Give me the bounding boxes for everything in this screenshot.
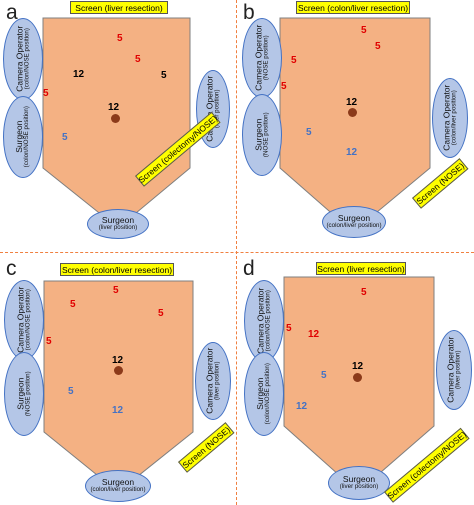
- panel-a-room: [42, 17, 191, 229]
- panel-b-surgeon-left: Surgeon (NOSE position): [242, 94, 282, 176]
- panel-b-port-5-2: 5: [375, 41, 381, 52]
- panel-a-port-5-3: 5: [161, 70, 167, 81]
- panel-b-camera-operator-left: Camera Operator (NOSE position): [242, 18, 282, 98]
- panel-b-port-12-2: 12: [346, 147, 358, 158]
- oval-subtitle: (liver position): [339, 483, 379, 491]
- panel-b-port-5-1: 5: [361, 25, 367, 36]
- panel-c-port-5-2: 5: [70, 299, 76, 310]
- panel-a-port-5-4: 5: [43, 88, 49, 99]
- oval-subtitle: (colon/NOSE position): [264, 290, 272, 352]
- oval-subtitle: (liver position): [213, 89, 221, 129]
- oval-subtitle: (NOSE position): [262, 112, 270, 158]
- oval-subtitle: (colon/liver position): [450, 90, 458, 146]
- panel-c-screen-top: Screen (colon/liver resection): [60, 263, 174, 276]
- panel-b-port-5-3: 5: [291, 55, 297, 66]
- panel-a-screen-top: Screen (liver resection): [70, 1, 168, 14]
- panel-b-port-5-5: 5: [306, 127, 312, 138]
- panel-c-port-12-1: 12: [112, 355, 124, 366]
- panel-a-port-5-2: 5: [135, 54, 141, 65]
- oval-subtitle: (NOSE position): [24, 371, 32, 417]
- oval-subtitle: (colon/NOSE position): [24, 289, 32, 351]
- panel-c-surgeon-bottom: Surgeon (colon/liver position): [85, 470, 151, 502]
- panel-d-port-12-3: 12: [296, 401, 308, 412]
- oval-title: Surgeon: [337, 213, 371, 224]
- panel-d-camera-operator-right: Camera Operator (liver position): [436, 330, 472, 410]
- oval-subtitle: (colon/liver position): [90, 486, 146, 494]
- panel-b-port-5-4: 5: [281, 81, 287, 92]
- oval-subtitle: (colon/NOSE position): [264, 363, 272, 425]
- panel-c-surgeon-left: Surgeon (NOSE position): [4, 352, 44, 436]
- panel-a-port-5-1: 5: [117, 33, 123, 44]
- panel-b-letter: b: [243, 1, 255, 24]
- oval-title: Surgeon: [101, 477, 135, 488]
- panel-a-port-12-2: 12: [108, 102, 120, 113]
- panel-a-camera-operator-left: Camera Operator (colon/NOSE position): [3, 18, 43, 100]
- panel-d-port-5-1: 5: [361, 287, 367, 298]
- panel-d-surgeon-bottom: Surgeon (liver position): [328, 466, 390, 500]
- oval-subtitle: (colon/NOSE position): [23, 106, 31, 168]
- panel-d-camera-operator-left: Camera Operator (colon/NOSE position): [244, 280, 284, 362]
- panel-c-room: [43, 280, 194, 493]
- panel-d-screen-top: Screen (liver resection): [316, 262, 406, 275]
- panel-d-umbilicus-dot: [353, 373, 362, 382]
- panel-c-port-5-3: 5: [158, 308, 164, 319]
- panel-d-letter: d: [243, 257, 255, 280]
- oval-subtitle: (colon/liver position): [326, 222, 382, 230]
- horizontal-divider: [0, 252, 474, 253]
- panel-b-camera-operator-right: Camera Operator (colon/liver position): [432, 78, 468, 158]
- panel-d-surgeon-left: Surgeon (colon/NOSE position): [244, 352, 284, 436]
- oval-title: Surgeon: [342, 474, 376, 485]
- panel-c-camera-operator-left: Camera Operator (colon/NOSE position): [4, 280, 44, 360]
- panel-d-port-12-1: 12: [308, 329, 320, 340]
- panel-c-port-12-2: 12: [112, 405, 124, 416]
- oval-subtitle: (liver position): [213, 361, 221, 401]
- panel-c-port-5-1: 5: [113, 285, 119, 296]
- panel-d-port-5-2: 5: [286, 323, 292, 334]
- panel-b-surgeon-bottom: Surgeon (colon/liver position): [322, 206, 386, 238]
- panel-c-port-5-5: 5: [68, 386, 74, 397]
- oval-subtitle: (liver position): [454, 350, 462, 390]
- oval-subtitle: (liver position): [98, 224, 138, 232]
- oval-subtitle: (NOSE position): [262, 35, 270, 81]
- panel-a-surgeon-bottom: Surgeon (liver position): [87, 209, 149, 239]
- panel-b-port-12-1: 12: [346, 97, 358, 108]
- panel-d-port-12-2: 12: [352, 361, 364, 372]
- panel-c-letter: c: [6, 257, 17, 280]
- panel-c-umbilicus-dot: [114, 366, 123, 375]
- panel-b-room: [279, 17, 431, 233]
- panel-b-screen-top: Screen (colon/liver resection): [296, 1, 410, 14]
- oval-subtitle: (colon/NOSE position): [23, 28, 31, 90]
- panel-c-port-5-4: 5: [46, 336, 52, 347]
- panel-b-umbilicus-dot: [348, 108, 357, 117]
- panel-a-port-12-1: 12: [73, 69, 85, 80]
- panel-a-surgeon-left: Surgeon (colon/NOSE position): [3, 96, 43, 178]
- panel-c-camera-operator-right: Camera Operator (liver position): [195, 342, 231, 420]
- panel-a-letter: a: [6, 1, 18, 24]
- panel-a-umbilicus-dot: [111, 114, 120, 123]
- panel-a-port-5-5: 5: [62, 132, 68, 143]
- oval-title: Surgeon: [101, 215, 135, 226]
- panel-d-room: [283, 276, 435, 493]
- panel-d-port-5-3: 5: [321, 370, 327, 381]
